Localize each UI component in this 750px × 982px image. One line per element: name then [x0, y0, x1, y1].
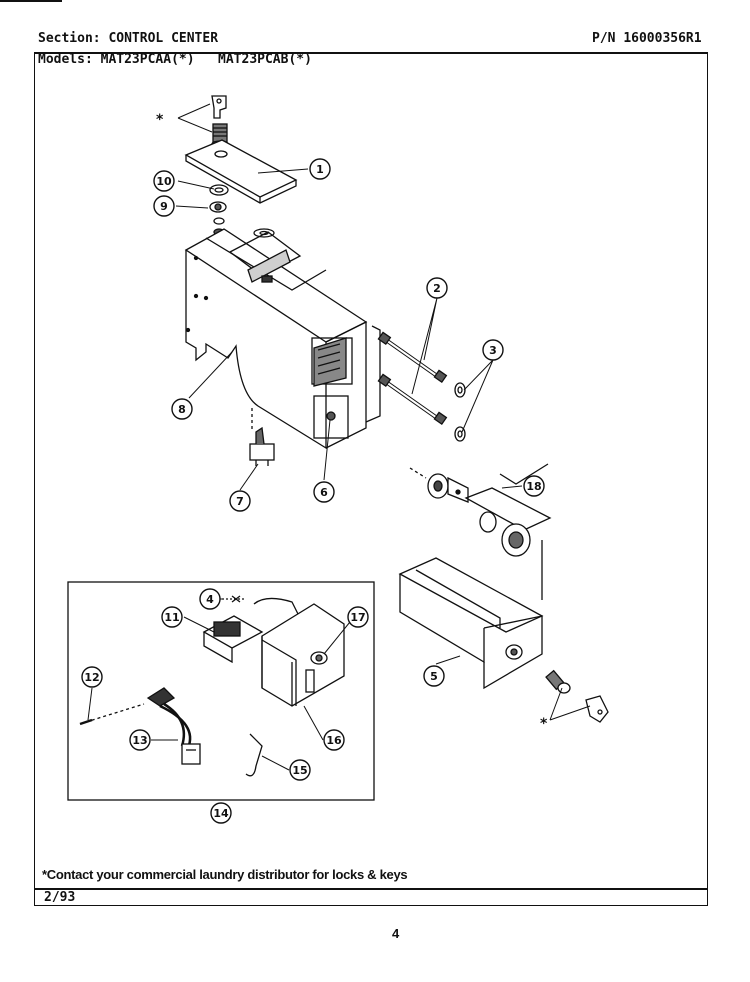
nut-9: [209, 201, 227, 213]
svg-text:2: 2: [433, 282, 441, 295]
callout-15: 15: [289, 759, 311, 781]
asterisk-top: *: [156, 112, 164, 128]
counter-11: [202, 597, 301, 664]
washer-10: [209, 184, 229, 196]
callout-7: 7: [229, 490, 251, 512]
svg-text:18: 18: [526, 480, 541, 493]
svg-text:6: 6: [320, 486, 328, 499]
svg-text:13: 13: [132, 734, 147, 747]
lock-key-bottom: [545, 669, 609, 723]
coin-drawer: [398, 540, 544, 690]
svg-text:8: 8: [178, 403, 186, 416]
callout-4: 4: [199, 588, 221, 610]
callout-10: 10: [153, 170, 175, 192]
pn-label: P/N: [592, 31, 616, 46]
svg-text:3: 3: [489, 344, 497, 357]
section-value: CONTROL CENTER: [108, 31, 219, 46]
knob-17: [310, 651, 328, 665]
page-number: 4: [392, 926, 400, 941]
top-washer: [253, 228, 275, 238]
revision-date: 2/93: [44, 890, 76, 905]
cover-plate: [184, 139, 298, 204]
callout-14: 14: [210, 802, 232, 824]
asterisk-bottom: *: [540, 716, 548, 732]
svg-text:12: 12: [84, 671, 99, 684]
svg-text:16: 16: [326, 734, 342, 747]
pn-value: 16000356R1: [623, 31, 702, 46]
part-number: P/N 16000356R1: [592, 31, 702, 46]
svg-text:10: 10: [156, 175, 172, 188]
callout-16: 16: [323, 729, 345, 751]
footnote: *Contact your commercial laundry distrib…: [42, 867, 408, 882]
hook-15: [245, 733, 263, 777]
svg-text:14: 14: [213, 807, 229, 820]
svg-text:9: 9: [160, 200, 168, 213]
callout-5: 5: [423, 665, 445, 687]
callout-8: 8: [171, 398, 193, 420]
washers-3: [454, 382, 466, 442]
callout-12: 12: [81, 666, 103, 688]
inset-box: [67, 581, 375, 801]
svg-text:11: 11: [164, 611, 179, 624]
leader-lines: [87, 103, 591, 771]
svg-text:7: 7: [236, 495, 244, 508]
toggle-switch: [249, 408, 275, 466]
models-label: Models:: [38, 52, 93, 67]
section-label: Section:: [38, 31, 101, 46]
section-header: Section: CONTROL CENTER: [38, 31, 218, 46]
bracket-16: [261, 603, 345, 707]
asterisks: * *: [156, 112, 548, 732]
callout-13: 13: [129, 729, 151, 751]
lock-key-top: [211, 95, 227, 119]
svg-text:5: 5: [430, 670, 438, 683]
top-rule: [0, 0, 62, 2]
header-divider: [34, 52, 708, 54]
callout-11: 11: [161, 606, 183, 628]
models-value: MAT23PCAA(*) MAT23PCAB(*): [100, 52, 312, 67]
harness-13: [146, 687, 201, 765]
svg-text:15: 15: [292, 764, 307, 777]
control-housing: [184, 228, 381, 450]
screw-4: [222, 595, 246, 603]
screw-12: [79, 703, 145, 726]
callout-17: 17: [347, 606, 369, 628]
support-rods: [377, 331, 448, 426]
svg-text:17: 17: [350, 611, 365, 624]
callout-9: 9: [153, 195, 175, 217]
svg-text:1: 1: [316, 163, 324, 176]
callout-1: 1: [309, 158, 331, 180]
lock-assembly: [409, 463, 552, 557]
models-header: Models: MAT23PCAA(*) MAT23PCAB(*): [38, 52, 312, 67]
svg-text:4: 4: [206, 593, 214, 606]
callout-18: 18: [523, 475, 545, 497]
footer-divider: [34, 888, 708, 890]
callout-2: 2: [426, 277, 448, 299]
callout-6: 6: [313, 481, 335, 503]
callout-3: 3: [482, 339, 504, 361]
